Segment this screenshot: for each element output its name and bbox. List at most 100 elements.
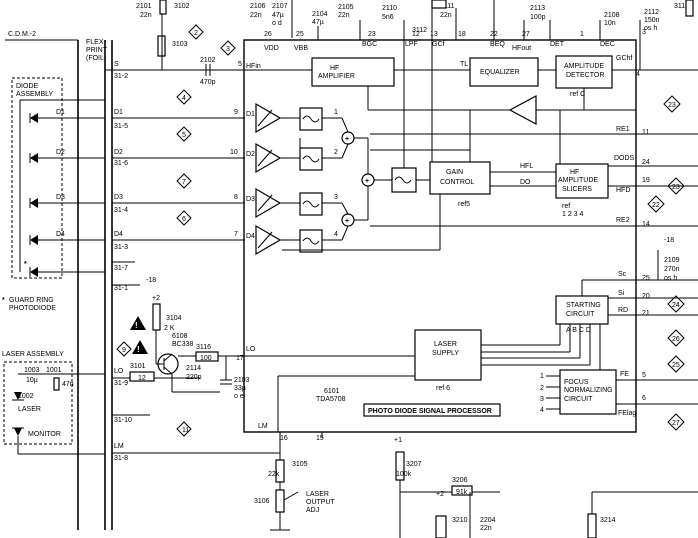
svg-text:1001: 1001 (46, 367, 62, 374)
svg-text:1002: 1002 (18, 393, 34, 400)
svg-text:5: 5 (238, 61, 242, 68)
svg-text:3116: 3116 (196, 344, 211, 351)
hf-amplifier-block (311, 57, 395, 87)
svg-text:VBB: VBB (294, 45, 308, 52)
svg-text:25: 25 (296, 31, 304, 38)
svg-text:22n: 22n (480, 525, 492, 532)
svg-text:8: 8 (234, 194, 238, 201)
svg-text:2103: 2103 (234, 377, 250, 384)
svg-text:3210: 3210 (452, 517, 468, 524)
svg-text:DO: DO (520, 179, 531, 186)
svg-text:150n: 150n (644, 17, 660, 24)
svg-text:Sc: Sc (618, 271, 627, 278)
flex-pins: S 31-2 D1 31-5 D2 31-6 D3 31-4 D4 31-3 3… (105, 61, 280, 462)
svg-text:6101: 6101 (324, 388, 340, 395)
svg-text:31-7: 31-7 (114, 265, 128, 272)
svg-text:BC338: BC338 (172, 341, 194, 348)
svg-text:GChf: GChf (616, 55, 632, 62)
svg-text:16: 16 (280, 435, 288, 442)
svg-text:11: 11 (642, 129, 649, 136)
svg-text:6108: 6108 (172, 333, 188, 340)
guard-ring-label-1: GUARD RING (9, 297, 54, 304)
svg-text:5: 5 (182, 132, 186, 139)
svg-text:100: 100 (200, 355, 212, 362)
photodiode-d4: D4 (29, 231, 105, 245)
svg-text:31-2: 31-2 (114, 73, 128, 80)
svg-text:4: 4 (182, 95, 186, 102)
bottom-components: +1 3207 100k 3206 91k +2 3210 2204 22n 3… (394, 437, 698, 538)
svg-text:5: 5 (642, 372, 646, 379)
laser-supply-block (414, 329, 482, 381)
svg-text:LASER: LASER (434, 341, 457, 348)
svg-text:2110: 2110 (382, 5, 397, 12)
svg-text:3115: 3115 (674, 3, 689, 10)
svg-text:DODS: DODS (614, 155, 635, 162)
svg-text:D3: D3 (114, 194, 123, 201)
svg-text:4: 4 (334, 231, 338, 238)
svg-text:1: 1 (540, 373, 544, 380)
svg-text:LASER: LASER (18, 406, 41, 413)
svg-text:+2: +2 (436, 491, 444, 498)
svg-text:31-10: 31-10 (114, 417, 132, 424)
svg-text:D3: D3 (246, 196, 255, 203)
svg-text:21: 21 (642, 310, 650, 317)
svg-text:10µ: 10µ (26, 377, 38, 384)
svg-text:!: ! (135, 321, 138, 330)
svg-text:+1: +1 (394, 437, 402, 444)
svg-text:RD: RD (618, 307, 628, 314)
svg-text:1 2 3 4: 1 2 3 4 (562, 211, 584, 218)
svg-text:15: 15 (316, 435, 324, 442)
svg-text:2114: 2114 (186, 365, 201, 372)
svg-text:TDA5708: TDA5708 (316, 396, 346, 403)
svg-text:2107: 2107 (272, 3, 288, 10)
svg-text:17: 17 (236, 355, 244, 362)
svg-text:10n: 10n (604, 20, 616, 27)
svg-text:26: 26 (264, 31, 272, 38)
svg-text:7: 7 (182, 179, 186, 186)
svg-text:ref5: ref5 (458, 201, 470, 208)
svg-text:270n: 270n (664, 266, 680, 273)
svg-text:3: 3 (540, 396, 544, 403)
svg-text:LPF: LPF (405, 41, 418, 48)
svg-text:6: 6 (642, 395, 646, 402)
svg-text:ADJ: ADJ (306, 507, 319, 514)
svg-text:os h: os h (644, 25, 657, 32)
svg-text:BGC: BGC (362, 41, 377, 48)
svg-text:2: 2 (540, 385, 544, 392)
svg-text:2111: 2111 (440, 3, 455, 10)
flex-label-1: FLEX (86, 39, 104, 46)
starting-circuit-block (555, 295, 609, 325)
svg-text:1003: 1003 (24, 367, 40, 374)
svg-text:SUPPLY: SUPPLY (432, 350, 459, 357)
svg-text:CIRCUIT: CIRCUIT (566, 311, 595, 318)
photodiode-d3: D3 (29, 194, 105, 208)
svg-text:23: 23 (668, 102, 676, 109)
svg-text:LM: LM (114, 443, 124, 450)
svg-text:HFin: HFin (246, 63, 261, 70)
svg-text:LO: LO (114, 368, 124, 375)
svg-text:9: 9 (122, 347, 126, 354)
svg-text:ref C: ref C (570, 91, 585, 98)
svg-text:AMPLIFIER: AMPLIFIER (318, 73, 355, 80)
svg-text:D2: D2 (114, 149, 123, 156)
laser-output-adjust: 3105 22k 3106 LASER OUTPUT ADJ (254, 432, 336, 531)
svg-text:20: 20 (642, 293, 650, 300)
hf-amplitude-slicers-block (555, 163, 609, 199)
svg-text:22k: 22k (268, 471, 280, 478)
svg-text:220p: 220p (186, 374, 202, 381)
svg-text:3: 3 (334, 194, 338, 201)
svg-text:22: 22 (652, 202, 660, 209)
svg-text:47µ: 47µ (272, 12, 284, 19)
svg-text:D1: D1 (56, 109, 65, 116)
svg-text:HFD: HFD (616, 187, 630, 194)
svg-text:LASER: LASER (306, 491, 329, 498)
svg-text:2112: 2112 (644, 9, 659, 16)
svg-text:22n: 22n (440, 12, 452, 19)
svg-text:9: 9 (234, 109, 238, 116)
svg-text:3112: 3112 (412, 27, 427, 34)
svg-text:-18: -18 (146, 277, 156, 284)
svg-text:BEQ: BEQ (490, 41, 505, 48)
svg-text:ref 6: ref 6 (436, 385, 450, 392)
svg-text:HFout: HFout (512, 45, 531, 52)
